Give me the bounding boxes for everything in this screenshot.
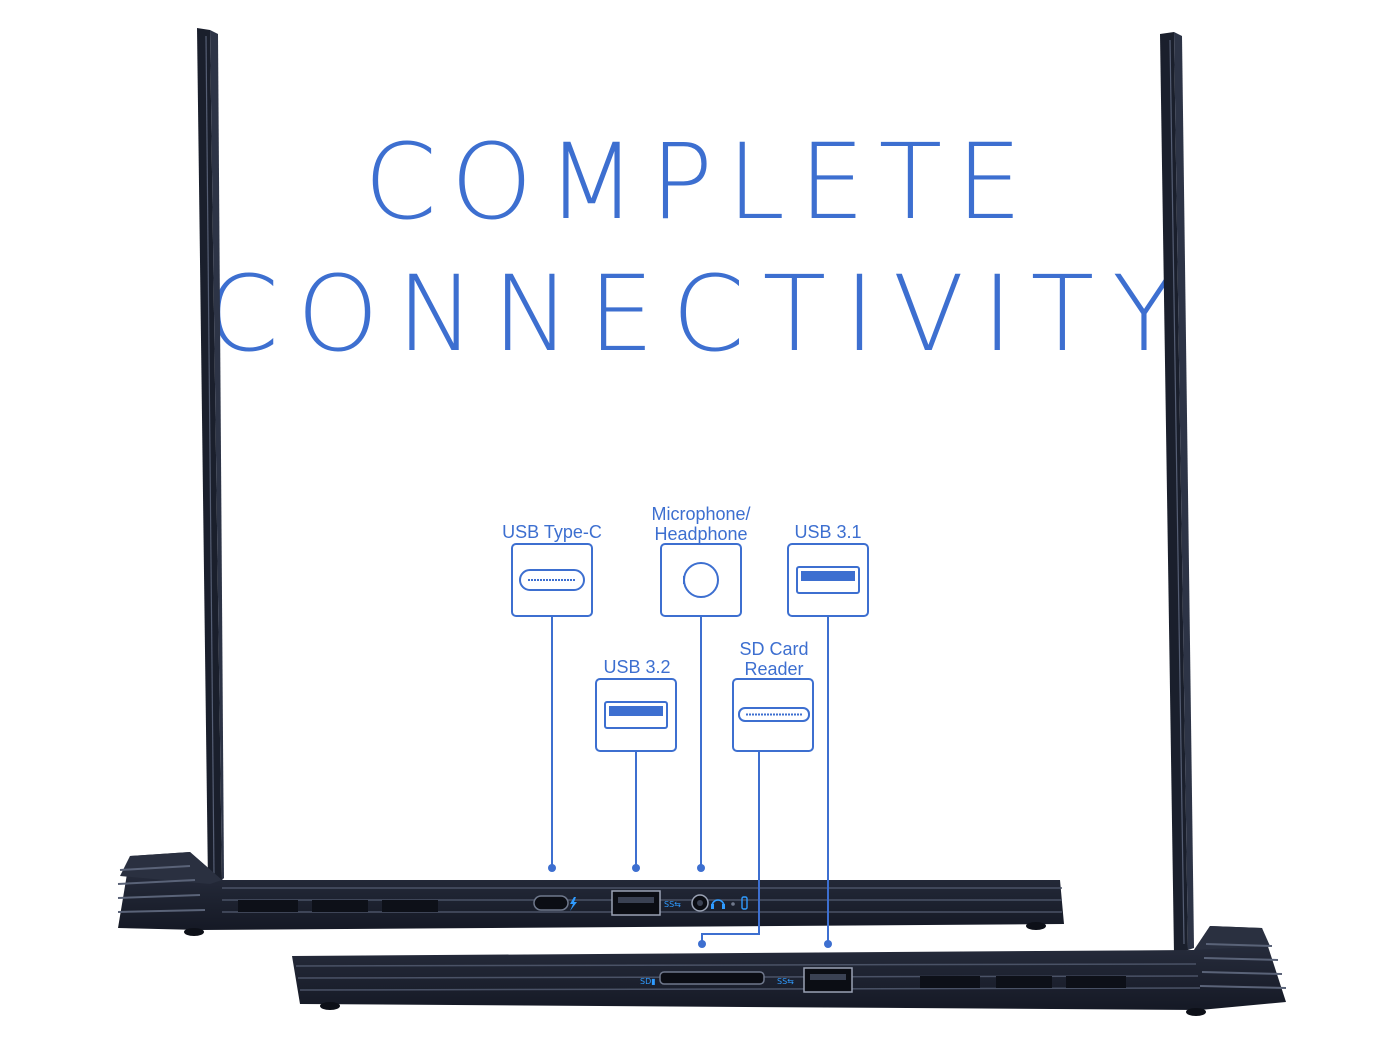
right-laptop-lid — [1160, 32, 1194, 954]
sd-logo-icon: SD▮ — [640, 977, 656, 986]
status-led-icon — [731, 902, 735, 906]
dot-usb-3-1 — [824, 940, 832, 948]
dot-sd-card — [698, 940, 706, 948]
usb-type-c-port — [533, 895, 569, 911]
svg-text:SD▮: SD▮ — [640, 977, 656, 986]
headline-line-2: CONNECTIVITY — [206, 253, 1194, 375]
battery-indicator-icon — [741, 896, 748, 910]
usb-3-2-port — [611, 890, 661, 916]
usb-a-icon-2 — [604, 701, 668, 729]
left-laptop-base — [117, 852, 1064, 936]
dot-usb-type-c — [548, 864, 556, 872]
label-usb-3-1: USB 3.1 — [794, 522, 862, 542]
label-usb-3-2: USB 3.2 — [603, 657, 671, 677]
audio-jack-icon — [683, 562, 719, 598]
thunderbolt-icon — [570, 897, 577, 911]
headset-icon — [711, 899, 725, 909]
headline-line-1: COMPLETE — [364, 121, 1036, 243]
label-reader: Reader — [744, 659, 804, 679]
usb-type-c-icon — [519, 569, 585, 591]
dot-audio-jack — [697, 864, 705, 872]
label-headphone: Headphone — [654, 524, 748, 544]
label-usb-type-c: USB Type-C — [502, 522, 602, 542]
sd-card-slot-icon — [738, 707, 810, 722]
sd-card-slot — [659, 971, 765, 985]
left-laptop: SS⇆ — [117, 28, 1064, 936]
right-laptop: SD▮ SS⇆ — [292, 32, 1287, 1016]
usb-a-icon — [796, 566, 860, 594]
label-microphone: Microphone/ — [651, 504, 751, 524]
svg-text:SS⇆: SS⇆ — [777, 977, 794, 986]
dot-usb-3-2 — [632, 864, 640, 872]
usb-ss-logo-icon: SS⇆ — [664, 900, 681, 909]
leader-sd-card — [701, 751, 760, 942]
audio-jack-port — [691, 894, 709, 912]
usb-ss-logo-icon-right: SS⇆ — [777, 977, 794, 986]
left-laptop-lid — [197, 28, 224, 884]
usb-3-1-port — [803, 967, 853, 993]
right-laptop-base — [292, 926, 1287, 1016]
label-sd-card: SD Card — [739, 639, 809, 659]
svg-text:SS⇆: SS⇆ — [664, 900, 681, 909]
